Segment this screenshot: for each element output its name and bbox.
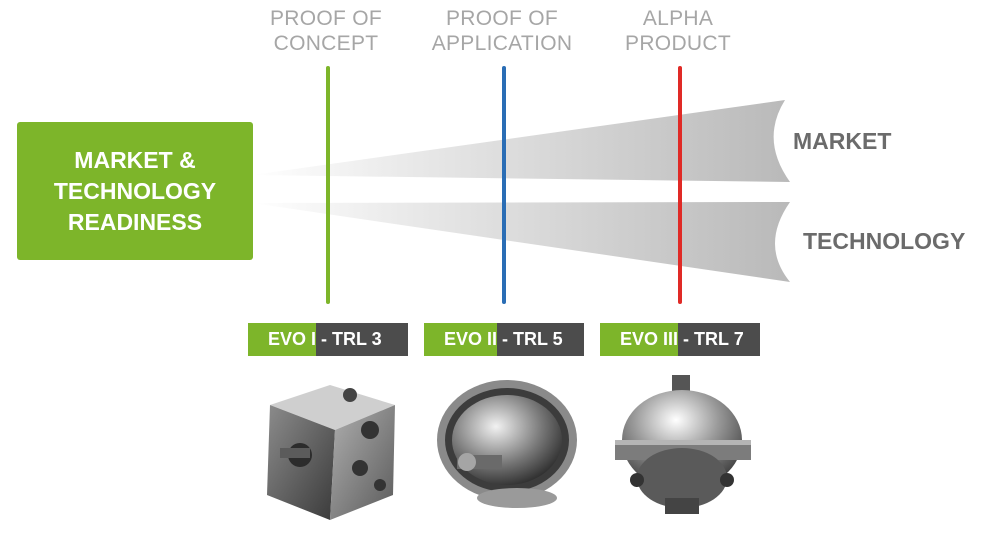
evo-tag-2: EVO II - TRL 5 (424, 323, 584, 356)
technology-label: TECHNOLOGY (803, 228, 966, 254)
readiness-line-1: MARKET & (74, 146, 196, 173)
technology-fan (252, 202, 790, 282)
evo-iii-prototype-image (615, 375, 751, 514)
milestone-line-alpha (678, 66, 682, 304)
milestone-line-concept (326, 66, 330, 304)
evo-i-prototype-image (267, 385, 395, 520)
trl-label: - TRL 3 (316, 323, 408, 356)
evo-label: EVO II (424, 323, 498, 356)
evo-tag-3: EVO III - TRL 7 (600, 323, 760, 356)
market-label: MARKET (793, 128, 892, 154)
evo-ii-prototype-image (437, 380, 577, 508)
readiness-line-3: READINESS (67, 208, 203, 235)
milestone-line-application (502, 66, 506, 304)
trl-label: - TRL 5 (497, 323, 584, 356)
trl-label: - TRL 7 (678, 323, 760, 356)
evo-tag-1: EVO I - TRL 3 (248, 323, 408, 356)
evo-label: EVO I (248, 323, 317, 356)
readiness-box: MARKET & TECHNOLOGY READINESS (17, 122, 253, 260)
market-fan (252, 100, 790, 182)
evo-label: EVO III (600, 323, 679, 356)
readiness-line-2: TECHNOLOGY (53, 177, 217, 204)
